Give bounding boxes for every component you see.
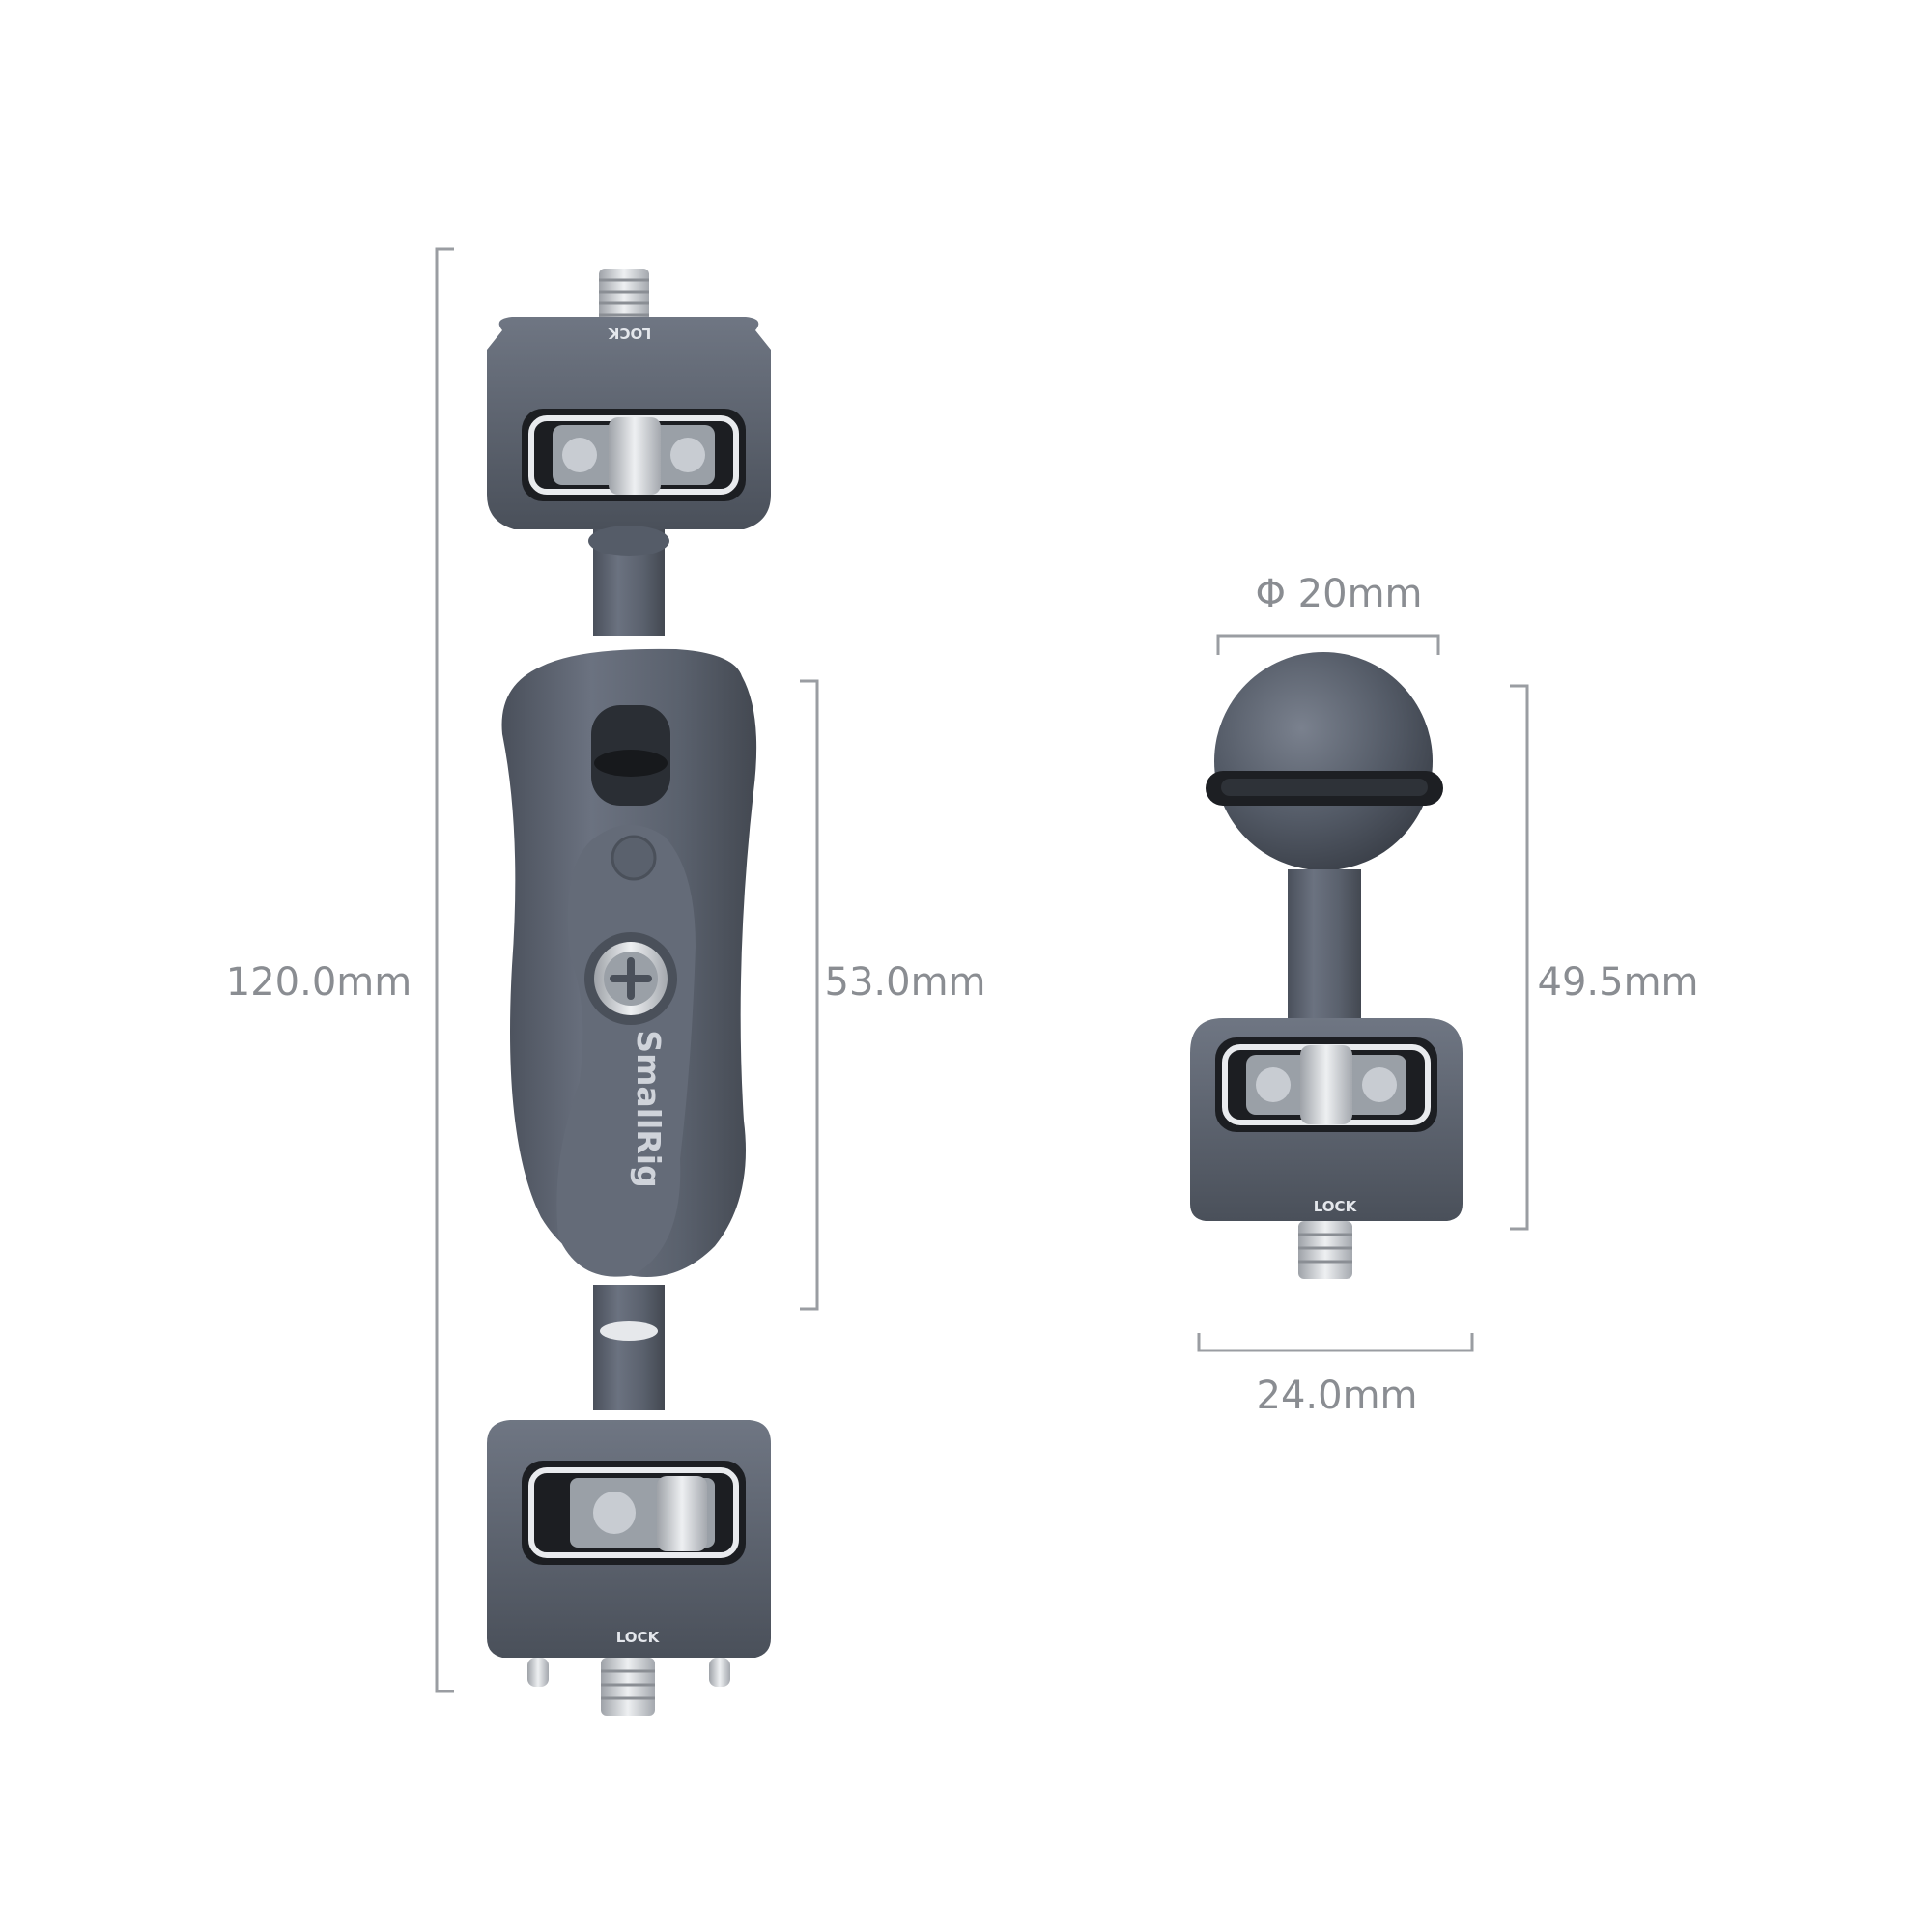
ball-diameter-bracket <box>1216 634 1440 655</box>
bottom-clamp-block: LOCK <box>487 1420 771 1658</box>
overall-length-bracket <box>435 247 454 1693</box>
ball-head-screw <box>1298 1221 1352 1279</box>
top-lock-label: LOCK <box>607 325 651 342</box>
ball-head-height-label: 49.5mm <box>1538 960 1699 1005</box>
ball-head-width-label: 24.0mm <box>1257 1374 1418 1418</box>
brand-logo-text: SmallRig <box>630 1030 668 1187</box>
ball-head-clamp-block: LOCK <box>1190 1018 1463 1221</box>
ball-diameter-label: Φ 20mm <box>1255 572 1422 616</box>
ball <box>1214 652 1433 870</box>
ball-head-width-bracket <box>1197 1333 1474 1352</box>
ball-head-product-photo: LOCK <box>1190 652 1463 1279</box>
ball-head-neck <box>1288 869 1361 1024</box>
top-screw <box>599 269 649 327</box>
dimension-lines <box>435 247 1529 1693</box>
center-arm-bracket <box>800 679 819 1311</box>
top-clamp-block: LOCK <box>487 317 771 529</box>
bottom-screw <box>527 1658 730 1716</box>
magic-arm-product-photo: LOCK SmallRig <box>487 269 771 1716</box>
center-arm-length-label: 53.0mm <box>825 960 986 1005</box>
ball-head-lock-label: LOCK <box>1314 1198 1358 1215</box>
ball-head-height-bracket <box>1510 684 1529 1231</box>
bottom-neck <box>593 1285 665 1410</box>
bottom-lock-label: LOCK <box>616 1629 661 1646</box>
overall-length-label: 120.0mm <box>226 960 412 1005</box>
arm-body: SmallRig <box>501 648 757 1277</box>
